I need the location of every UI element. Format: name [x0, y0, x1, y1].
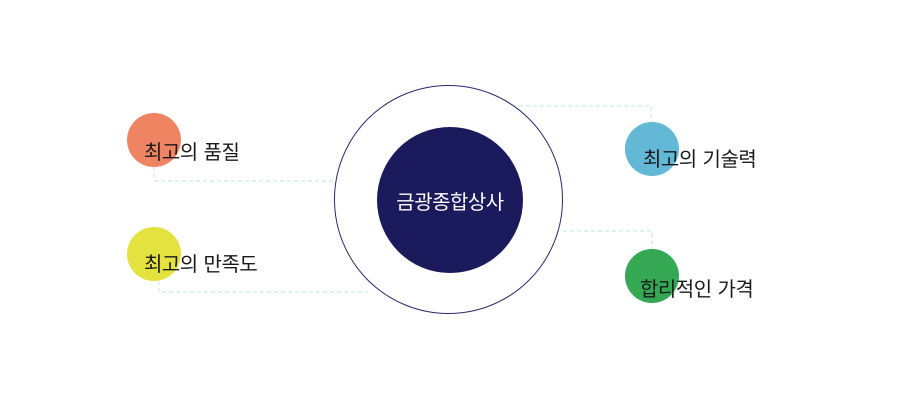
price-dot — [625, 249, 679, 303]
connector-satisfaction — [158, 281, 368, 293]
quality-label: 최고의 품질 — [144, 140, 240, 164]
center-core-circle: 금광종합상사 — [377, 127, 523, 273]
satisfaction-dot — [127, 227, 181, 281]
skill-label: 최고의 기술력 — [643, 147, 757, 171]
skill-dot — [625, 122, 679, 176]
connector-quality — [153, 167, 334, 182]
satisfaction-label: 최고의 만족도 — [144, 252, 258, 276]
price-label: 합리적인 가격 — [640, 277, 754, 301]
connector-skill — [519, 105, 652, 122]
center-label: 금광종합상사 — [396, 189, 504, 214]
quality-dot — [127, 113, 181, 167]
connector-price — [563, 230, 653, 249]
